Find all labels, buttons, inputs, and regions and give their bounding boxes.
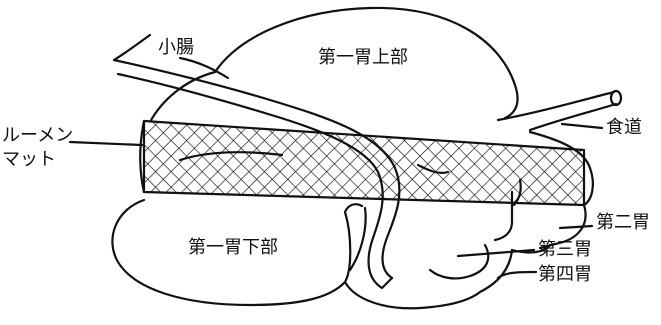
small-intestine-tube-upper [112, 58, 401, 280]
reticulum-pointer [558, 224, 594, 230]
reticulum-outline [528, 130, 594, 207]
label-esophagus: 食道 [606, 117, 642, 138]
reticulum-fold [493, 190, 514, 242]
small-intestine-top-branch [112, 33, 152, 62]
lower-rumen-inner-line [348, 206, 367, 272]
inner-fold-center [416, 163, 450, 174]
omasum-inner [428, 243, 490, 280]
label-reticulum: 第二胃 [596, 212, 650, 233]
label-rumen-upper: 第一胃上部 [318, 47, 408, 68]
esophagus-tube-top [496, 90, 616, 122]
rumen-upper-outline [213, 6, 519, 120]
inner-fold-left [178, 151, 284, 162]
label-small-intestine: 小腸 [158, 37, 194, 58]
esophagus-tube-bottom [528, 102, 618, 132]
abomasum-outline [343, 248, 514, 310]
label-rumen-mat-line2: マット [2, 149, 56, 170]
reticulum-lower [538, 203, 587, 250]
abomasum-pointer [496, 270, 538, 280]
rumen-lower-outline [111, 198, 364, 307]
esophagus-opening [609, 89, 623, 107]
label-rumen-mat-line1: ルーメン [2, 125, 74, 146]
rumen-upper-left-side [148, 70, 217, 124]
small-intestine-label-pointer [178, 56, 230, 80]
esophagus-pointer [560, 122, 604, 130]
label-abomasum: 第四胃 [538, 264, 592, 285]
inner-fold-right [512, 178, 522, 207]
label-rumen-lower: 第一胃下部 [188, 237, 278, 258]
rumen-mat-band [142, 119, 586, 207]
rumen-left-wall [139, 119, 146, 194]
omasum-pointer [456, 248, 536, 258]
rumen-mat-pointer [68, 140, 144, 147]
small-intestine-tube-lower [116, 72, 394, 290]
label-omasum: 第三胃 [538, 239, 592, 260]
